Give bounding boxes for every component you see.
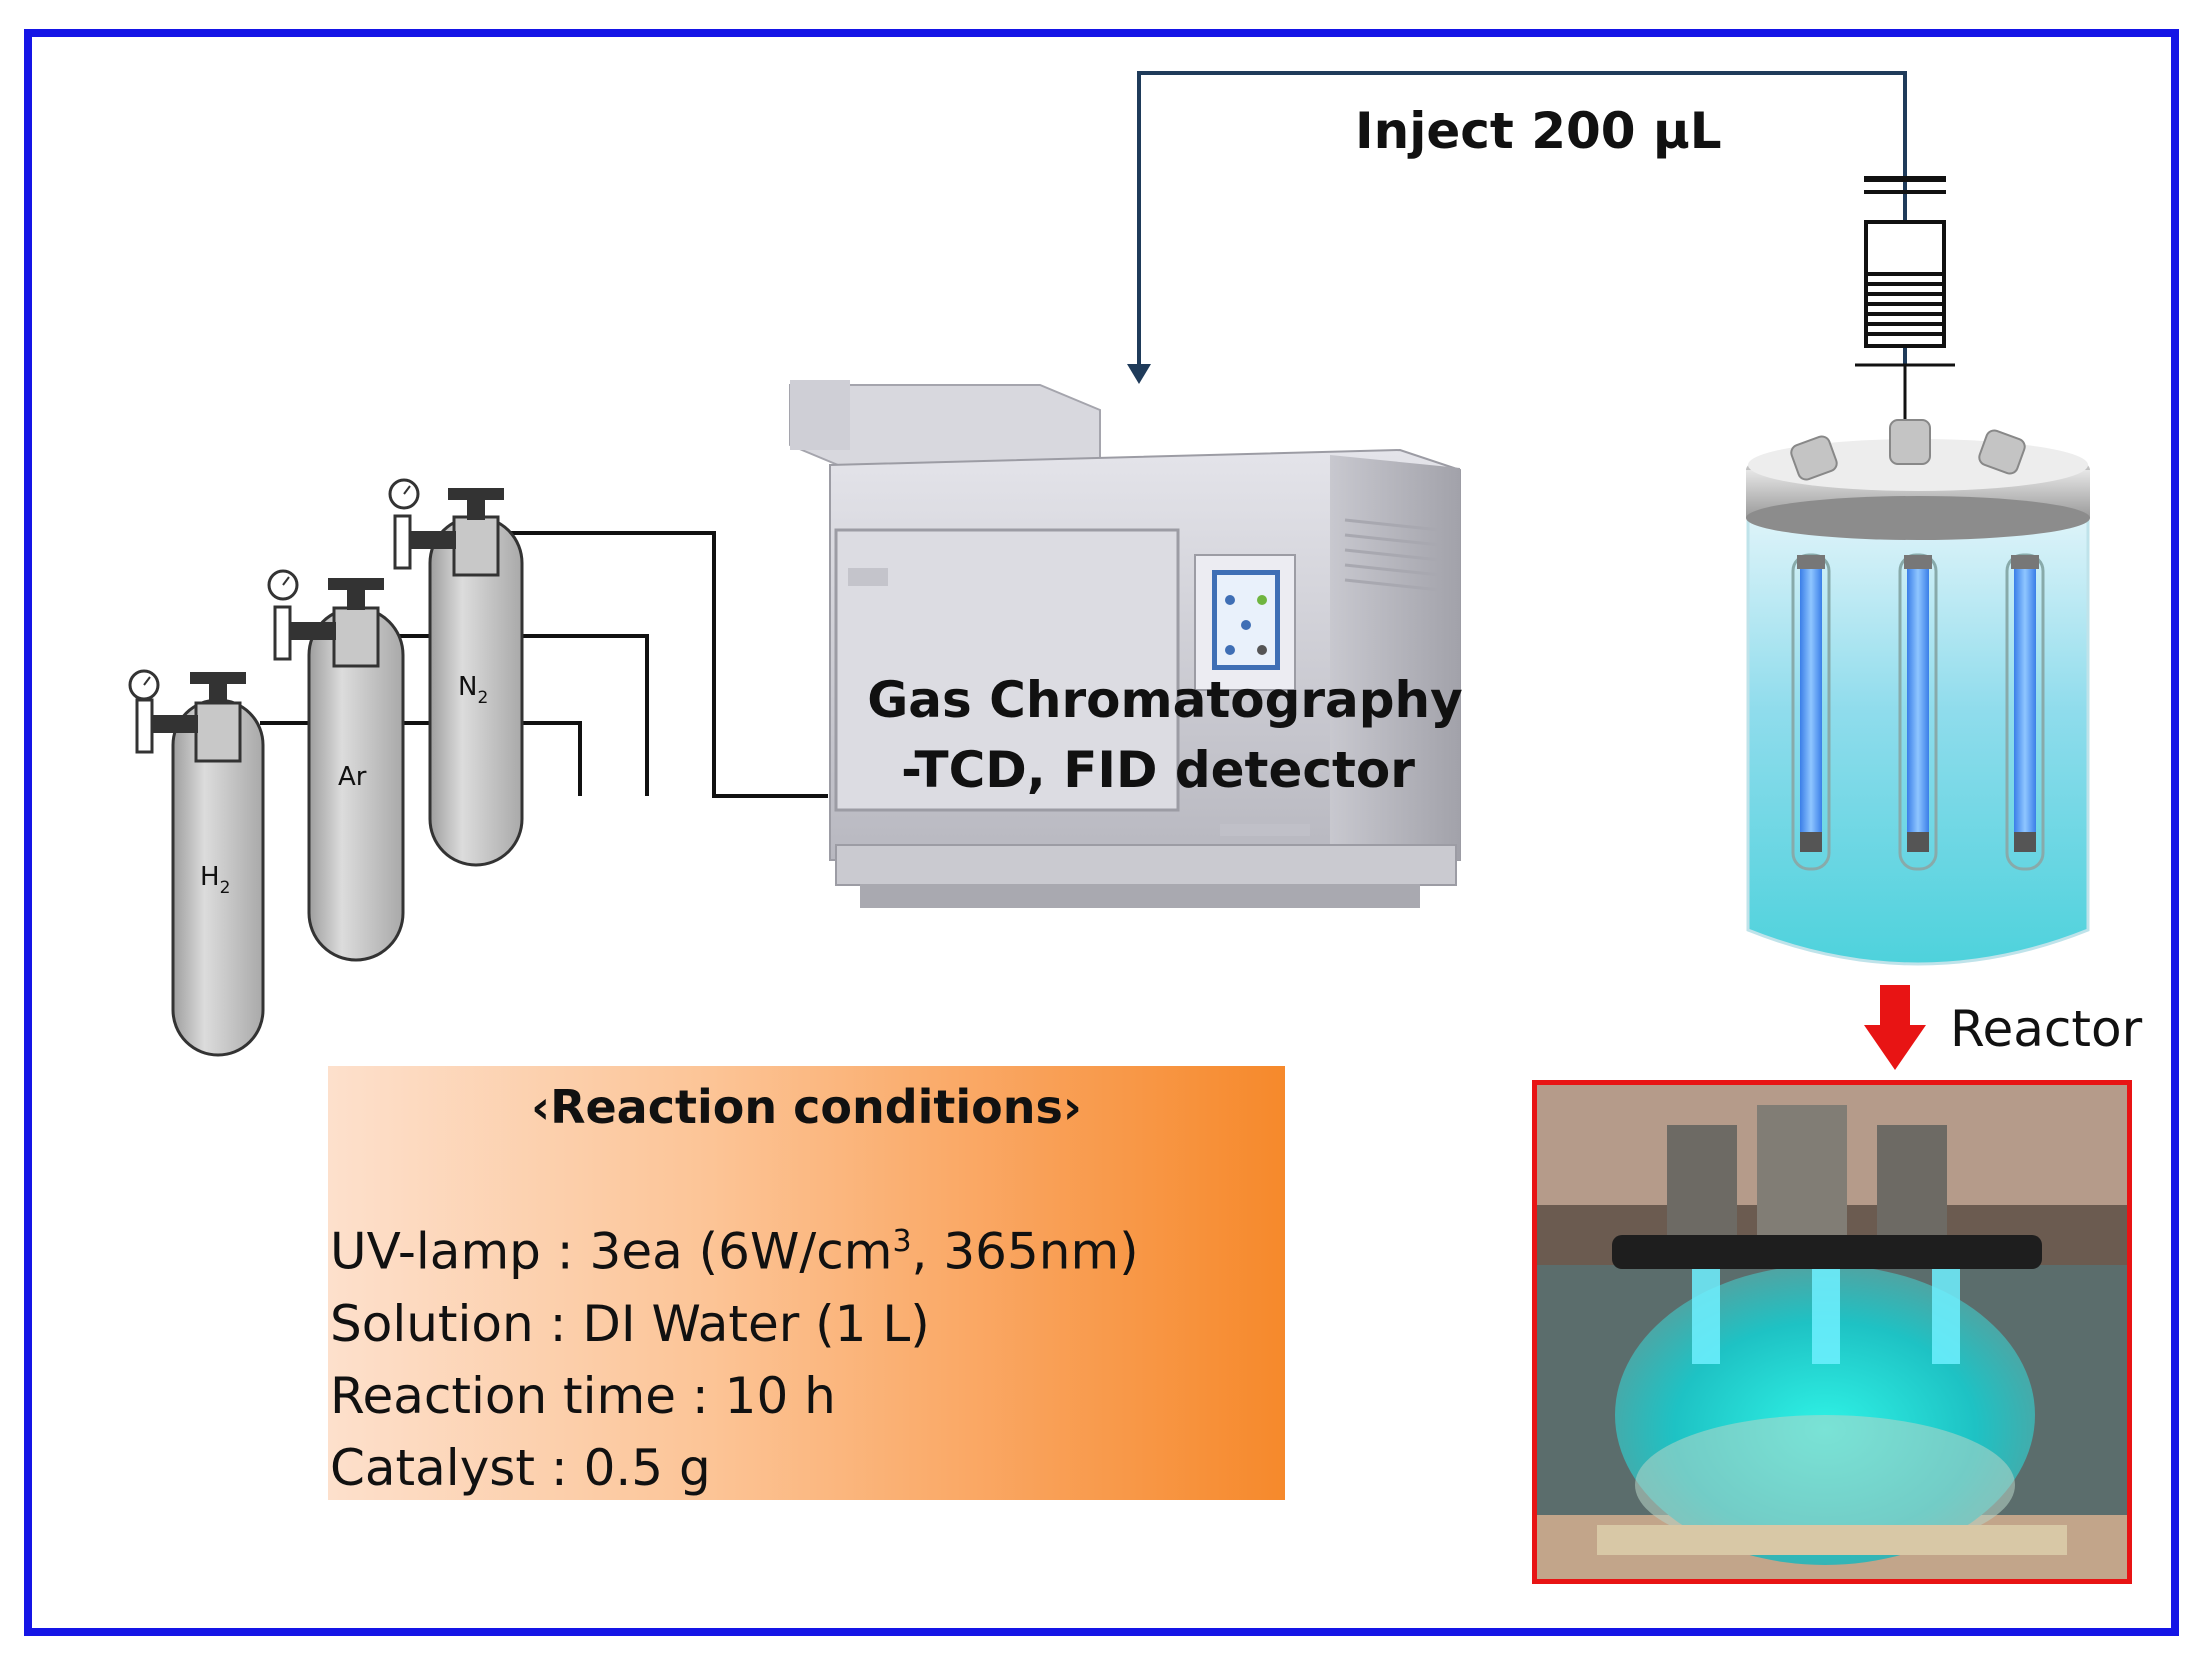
reactor-photo (1532, 1080, 2132, 1584)
injection-line (1127, 71, 1907, 384)
gas-chromatograph-icon (789, 380, 1461, 908)
uv-lamp-icon (2005, 553, 2045, 871)
injection-label: Inject 200 μL (1355, 102, 1722, 160)
diagram-frame (24, 29, 2179, 1636)
condition-catalyst: Catalyst : 0.5 g (330, 1438, 711, 1497)
reaction-conditions-title: ‹Reaction conditions› (531, 1080, 1082, 1134)
reactor-photo-drawing (1537, 1085, 2127, 1579)
gas-cylinder-ar: Ar (267, 569, 405, 962)
gas-cylinder-h2: H2 (128, 669, 265, 1057)
svg-text:Ar: Ar (338, 762, 367, 792)
svg-text:N2: N2 (458, 672, 488, 708)
reaction-conditions-list: UV-lamp : 3ea (6W/cm3, 365nm) Solution :… (330, 1206, 1139, 1504)
svg-text:H2: H2 (200, 862, 230, 898)
gc-label-line1: Gas Chromatography (867, 671, 1463, 729)
uv-lamp-icon (1898, 553, 1938, 871)
condition-solution: Solution : DI Water (1 L) (330, 1294, 930, 1353)
syringe-icon (1855, 176, 1955, 420)
down-arrow-icon (1864, 985, 1926, 1070)
condition-reaction-time: Reaction time : 10 h (330, 1366, 836, 1425)
condition-uv-lamp: UV-lamp : 3ea (6W/cm3, 365nm) (330, 1222, 1139, 1281)
gas-cylinder-n2: N2 (388, 478, 524, 867)
reactor-label: Reactor (1950, 1000, 2143, 1058)
uv-lamp-icon (1791, 553, 1831, 871)
reaction-conditions-box: ‹Reaction conditions› UV-lamp : 3ea (6W/… (328, 1066, 1285, 1500)
reactor-vessel-icon (1746, 419, 2090, 966)
gc-label-line2: -TCD, FID detector (901, 741, 1415, 799)
